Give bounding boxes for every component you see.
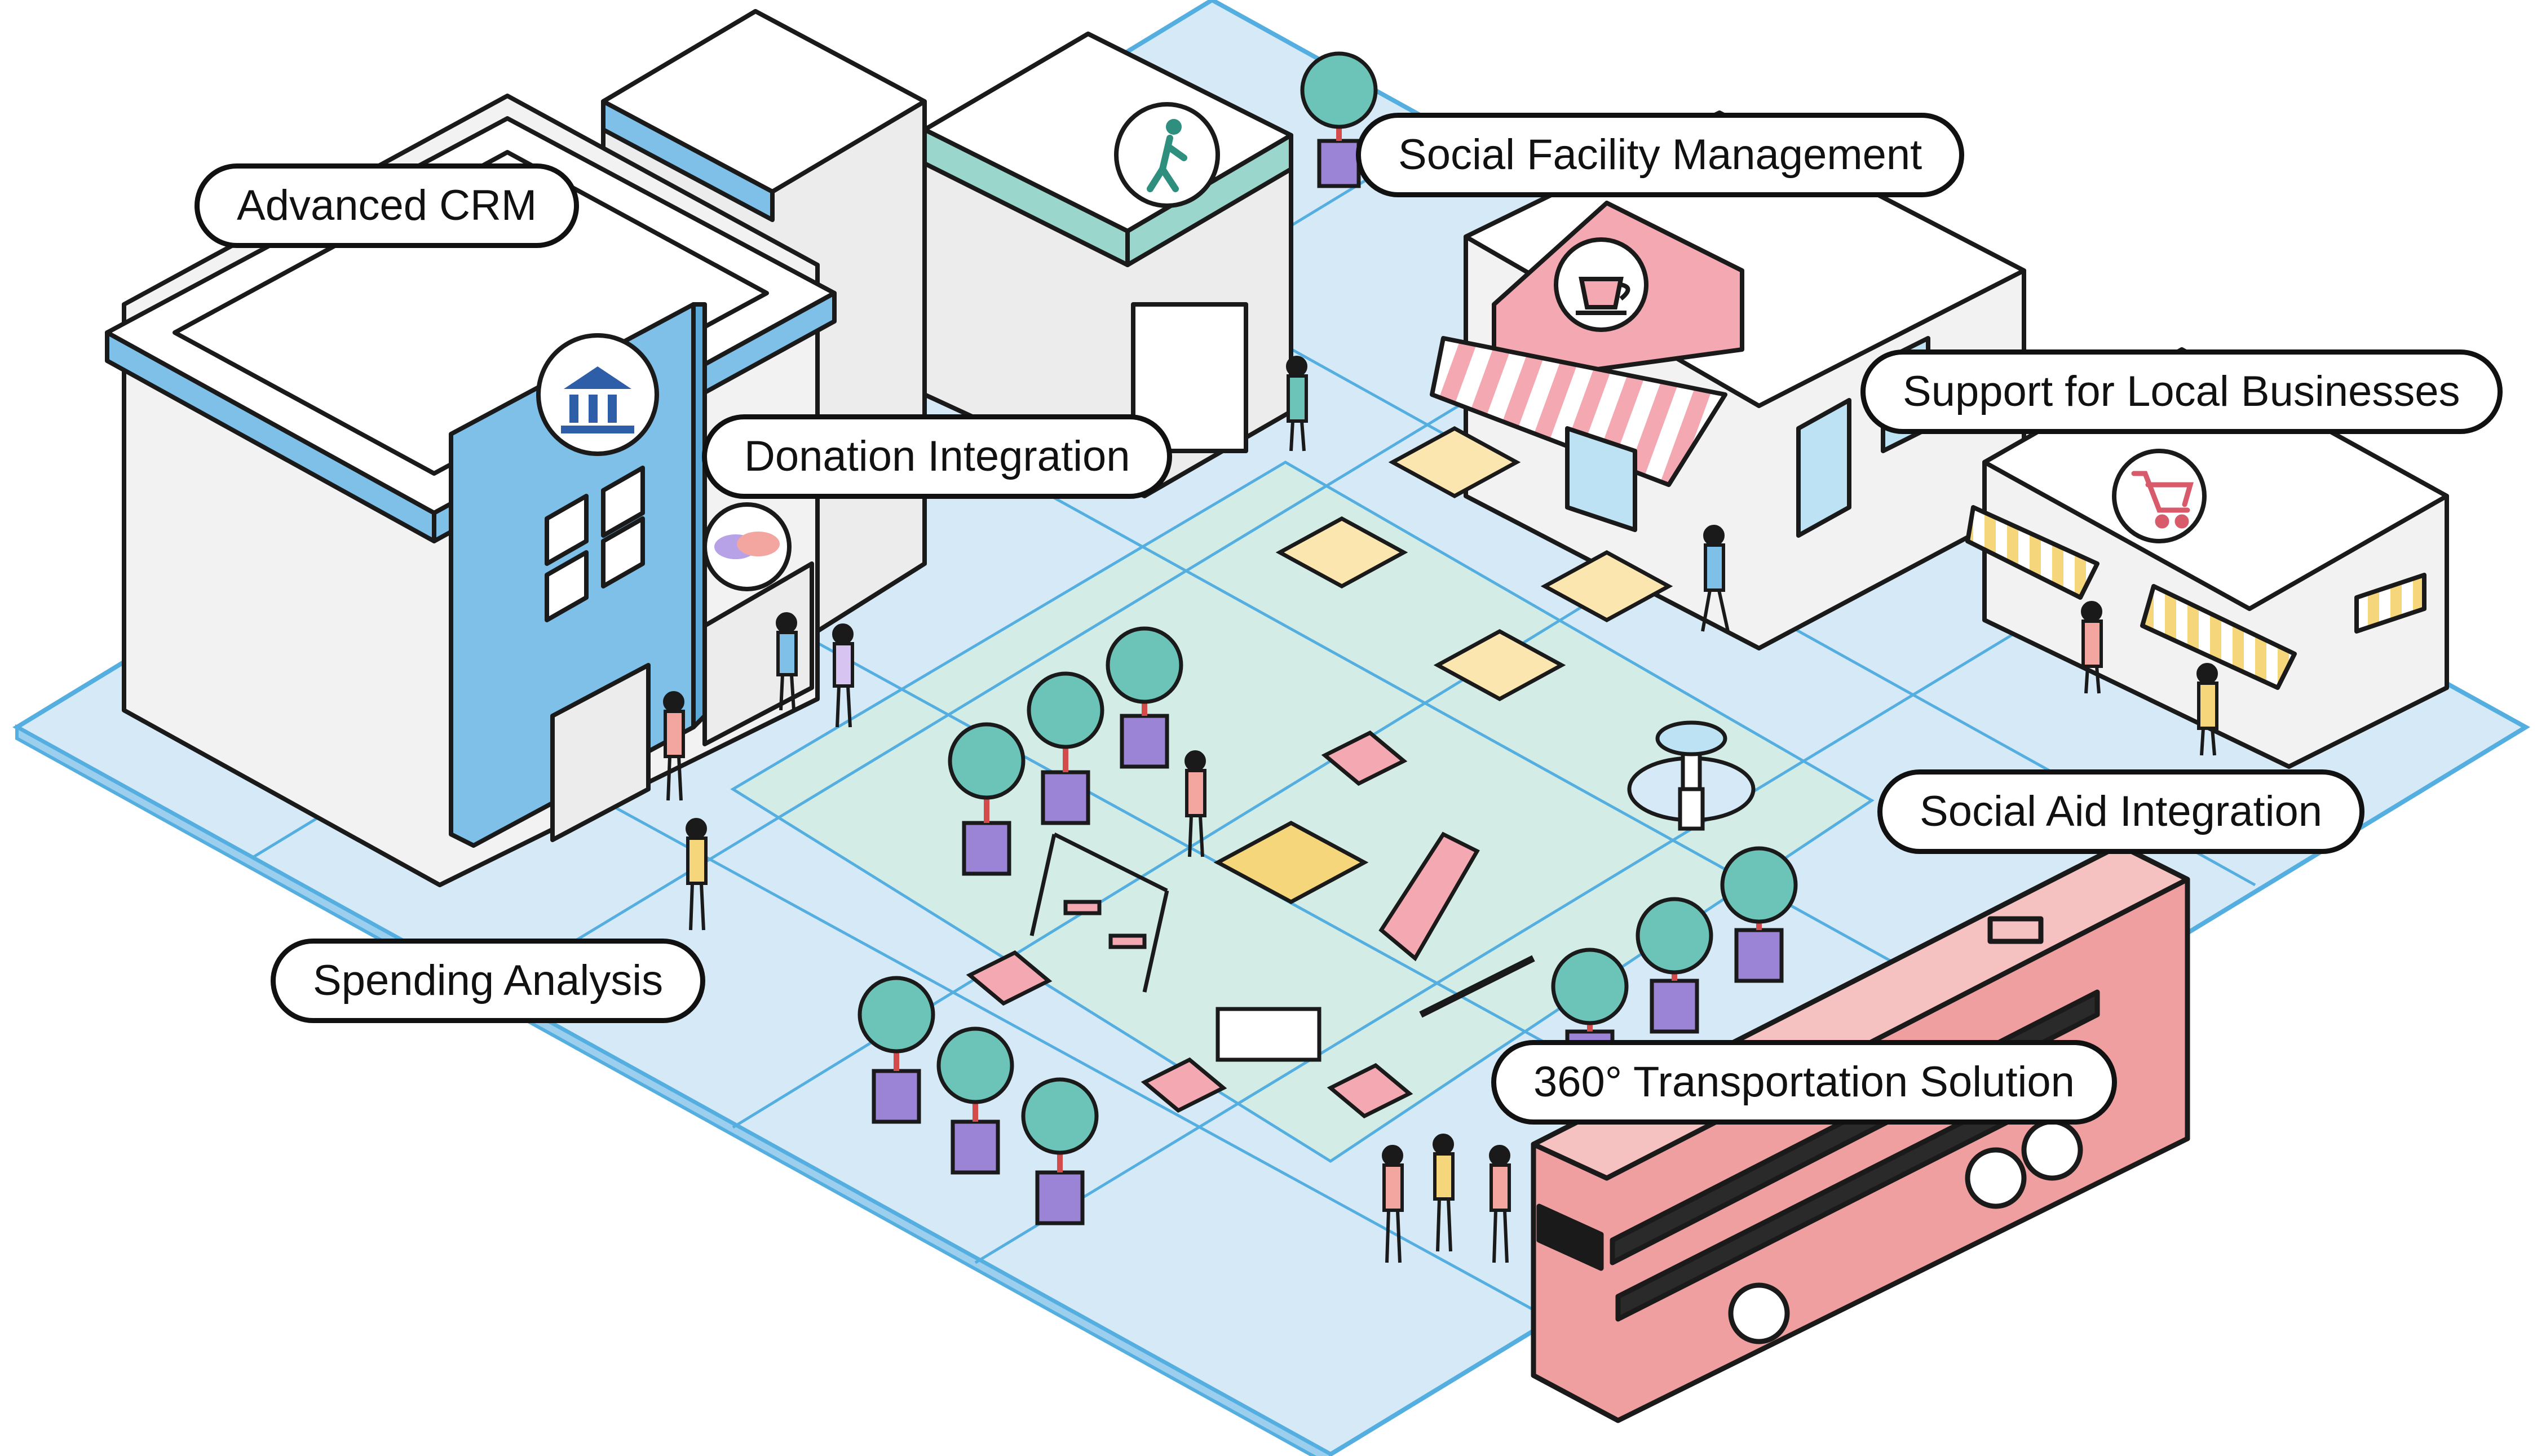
callout-donation-integration: Donation Integration xyxy=(702,414,1173,499)
person xyxy=(1184,750,1206,857)
shopping-cart-icon xyxy=(2131,471,2194,529)
coffee-badge xyxy=(1554,237,1648,332)
bank-icon xyxy=(561,366,634,433)
person xyxy=(2081,601,2103,694)
person xyxy=(1701,525,1730,632)
fountain xyxy=(1627,720,1756,831)
playground xyxy=(1029,821,1535,1062)
person xyxy=(1286,356,1308,452)
callout-support-local-businesses: Support for Local Businesses xyxy=(1860,349,2503,434)
person xyxy=(832,623,854,728)
callout-social-facility-management: Social Facility Management xyxy=(1356,113,1965,197)
cafe-tables xyxy=(1275,426,1673,701)
coffee-cup-icon xyxy=(1576,277,1630,315)
hiker-badge xyxy=(1114,102,1220,208)
handshake-badge xyxy=(702,502,792,591)
callout-spending-analysis: Spending Analysis xyxy=(271,939,706,1023)
person xyxy=(1382,1145,1404,1263)
cart-badge xyxy=(2112,449,2207,543)
callout-transportation-solution: 360° Transportation Solution xyxy=(1491,1040,2117,1125)
person xyxy=(1489,1145,1511,1263)
person xyxy=(2196,663,2218,756)
person xyxy=(776,612,798,711)
callout-social-aid-integration: Social Aid Integration xyxy=(1877,769,2365,854)
person xyxy=(1433,1134,1455,1252)
people xyxy=(663,356,2218,1263)
building-bank xyxy=(105,94,837,887)
person xyxy=(686,818,708,931)
benches xyxy=(966,730,1413,1119)
person xyxy=(663,691,685,801)
bank-badge xyxy=(536,333,659,456)
handshake-icon xyxy=(714,532,780,559)
hiker-icon xyxy=(1147,119,1187,192)
callout-advanced-crm: Advanced CRM xyxy=(195,163,580,248)
